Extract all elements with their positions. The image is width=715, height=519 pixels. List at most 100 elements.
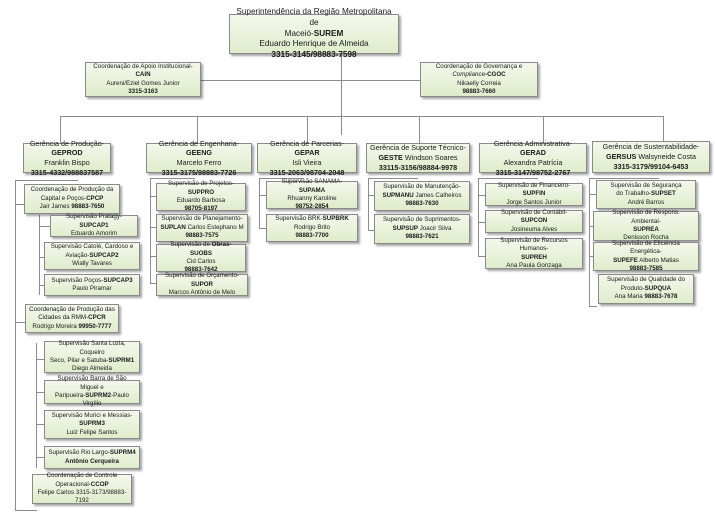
org-box-supsup: Supervisão de Suprimentos- SUPSUP Joacir…: [374, 214, 470, 244]
connector: [259, 178, 260, 228]
org-box-suppro: Supervisão de Projetos-SUPPRO Eduardo Ba…: [156, 180, 246, 212]
org-box-supcap3: Supervisão Poços-SUPCAP3 Paulo Piramar: [44, 274, 140, 296]
box-code: SUREM: [313, 28, 344, 38]
box-person: James Calheiros: [415, 191, 462, 199]
connector: [478, 178, 479, 256]
box-code: SUPCAP2: [89, 251, 119, 259]
box-phone: 3315-3175/98883-7726: [161, 167, 237, 177]
box-person: Marcos Antônio de Melo: [168, 289, 236, 297]
org-box-suobs: Supervisão de Obras-SUOBS Cid Carlos 988…: [156, 241, 246, 273]
box-person: Wially Tavares: [72, 260, 112, 268]
box-title: Supervisão Pratagy-: [65, 213, 123, 221]
box-person: Jair James: [39, 203, 70, 211]
box-title: Supervisão de: [170, 241, 212, 249]
org-box-supefe: Supervisão de Eficiência Energética- SUP…: [593, 240, 699, 272]
connector: [36, 392, 46, 393]
box-phone: 98752-2854: [295, 203, 329, 211]
box-person: Eduardo Amorim: [70, 230, 118, 238]
connector: [478, 222, 486, 223]
box-person: Carlos Estephano M: [187, 223, 244, 231]
box-code: SUPLAN: [160, 223, 186, 231]
box-person: Rodrigo Moreira: [32, 322, 77, 330]
org-box-geprod: Gerência de Produção-GEPROD Franklin Bis…: [23, 139, 111, 177]
org-box-supqua: Supervisão de Qualidade do Produto-SUPQU…: [598, 274, 694, 304]
box-person: Diego Almeida: [72, 365, 112, 373]
box-title: Coordenação de Governança e: [435, 62, 523, 70]
box-title: Supervisão de Financeiro-: [497, 181, 571, 189]
box-title: Operacional-: [55, 480, 91, 488]
connector: [368, 178, 369, 230]
box-title: Capital e Poços-: [40, 194, 87, 202]
box-title: Gerência Administrativa-: [493, 138, 573, 148]
box-person: Marcelo Ferro: [176, 158, 222, 167]
connector: [150, 178, 195, 179]
connector: [478, 195, 486, 196]
connector: [368, 178, 418, 179]
box-person: Paulo Piramar: [72, 285, 112, 292]
box-person: Nikaelly Correia: [457, 79, 501, 87]
box-code: SUPSET: [650, 190, 676, 198]
box-title: Gerência de Sustentabilidade-: [602, 142, 700, 152]
connector: [150, 256, 158, 257]
connector: [36, 424, 46, 425]
box-person: Walsyneide Costa: [638, 152, 697, 162]
org-box-gepar: Gerência de Parcerias-GEPAR Isli Vieira …: [257, 139, 357, 177]
box-person: Denisson Rocha: [623, 234, 669, 242]
box-title: Supervisão de Qualidade do: [606, 276, 686, 284]
box-code: SUPCON: [520, 217, 548, 225]
connector: [543, 116, 544, 144]
box-phone: 3315-3145/98883-7598: [271, 50, 357, 60]
connector: [341, 53, 342, 135]
box-code: GEPAR: [294, 148, 320, 158]
org-box-supcap1: Supervisão Pratagy-SUPCAP1 Eduardo Amori…: [50, 213, 138, 238]
box-person: Windson Soares: [404, 153, 458, 163]
org-box-cain: Coordenação de Apoio Institucional- CAIN…: [85, 62, 201, 97]
box-phone: 98883-7630: [405, 200, 439, 208]
box-phone: 3315-3179/99104-6453: [613, 161, 689, 171]
connector: [368, 230, 376, 231]
box-code: SUPRM3: [79, 420, 105, 428]
box-code: SUPRM2: [85, 392, 112, 399]
box-code: -CGOC: [485, 71, 506, 79]
connector: [60, 116, 663, 117]
connector: [368, 195, 376, 196]
connector: [589, 306, 597, 307]
box-code: SUPREH: [521, 253, 547, 261]
box-code: SUPCAP3: [103, 276, 133, 284]
connector: [60, 116, 61, 144]
box-phone: 98883-7575: [185, 232, 219, 240]
connector: [197, 116, 198, 144]
box-person: -Paulo Virgílio: [82, 392, 129, 408]
connector: [419, 116, 420, 144]
box-title: Supervisão de Planejamento-: [161, 215, 243, 223]
box-code: SUPREA: [633, 226, 659, 233]
box-code: CAIN: [135, 71, 151, 79]
box-person: Alexandra Patrícia: [503, 158, 563, 167]
org-box-supor: Supervisão de Orçamento-SUPOR Marcos Ant…: [156, 272, 248, 297]
org-box-surem: Superintendência da Região Metropolitana…: [229, 7, 399, 59]
org-box-supmanu: Supervisão de Manutenção- SUPMANU James …: [374, 181, 470, 211]
box-title: Coordenação de Controle: [46, 472, 118, 480]
connector: [39, 215, 40, 295]
box-code: SUPBRK: [322, 215, 349, 223]
box-code: SUPSUP: [392, 224, 419, 232]
box-title: Supervisão de Segurança: [610, 181, 682, 189]
box-title: Seco, Pilar e Satuba-: [49, 357, 109, 364]
connector: [478, 178, 538, 179]
connector: [36, 457, 46, 458]
box-title: Gerência de Parcerias-: [270, 138, 344, 148]
box-title: Supervisão Rio Largo-: [48, 449, 110, 457]
org-box-supama: Supervisão SANAMA-SUPAMA Rhuanny Karolin…: [266, 178, 358, 211]
box-code: CPCR: [88, 314, 106, 322]
org-box-geste: Gerência de Suporte Técnico- GESTE Winds…: [366, 143, 470, 173]
box-title: Gerência de Engenharia-: [158, 138, 240, 148]
box-title: Coordenação de Produção da: [30, 186, 114, 194]
box-person: Rhuanny Karoline: [287, 195, 337, 202]
connector: [15, 204, 27, 205]
box-code: SUPEFE: [613, 256, 638, 264]
box-person: Franklin Bispo: [44, 158, 90, 167]
connector: [36, 359, 46, 360]
connector: [150, 178, 151, 283]
org-box-geeng: Gerência de Engenharia-GEENG Marcelo Fer…: [146, 139, 252, 177]
box-title: Coordenação de Produção das: [29, 305, 115, 313]
